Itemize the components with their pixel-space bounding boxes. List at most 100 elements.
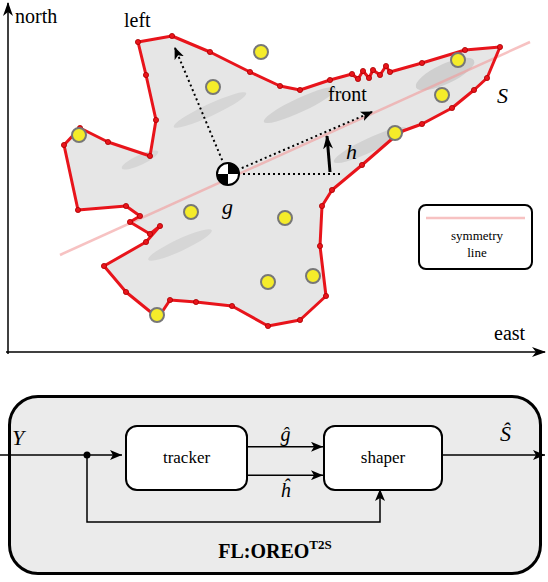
heading-arrow: [327, 136, 330, 172]
shape-outline: [101, 263, 106, 268]
measurement-points: [435, 88, 449, 102]
legend-box: symmetry line: [418, 204, 533, 270]
input-wire: [87, 455, 380, 522]
measurement-points: [388, 126, 402, 140]
node-text: FL:OREOT2S: [11, 537, 539, 563]
shape-outline: [157, 223, 162, 228]
shape-outline: [143, 72, 148, 77]
shape-outline: [329, 187, 334, 192]
shape-outline: [497, 44, 502, 49]
node-title: shaper: [361, 448, 405, 467]
body-axes: [228, 173, 342, 175]
axes: [6, 351, 545, 353]
input-wire: [0, 454, 122, 456]
branch-dot: [84, 452, 91, 459]
shape-outline: [349, 71, 354, 76]
shape-outline: [359, 162, 364, 167]
signal-label: Y: [12, 426, 24, 450]
legend-line: [426, 217, 525, 220]
axis-label: front: [328, 83, 367, 105]
system-box: FL:OREOT2S tracker shaper: [8, 395, 542, 575]
shape-outline: [317, 243, 322, 248]
shape-outline: [147, 231, 152, 236]
shape-outline: [143, 239, 148, 244]
shape-outline: [277, 83, 282, 88]
process-box: shaper: [323, 425, 443, 491]
shape-outline: [64, 36, 500, 326]
measurement-points: [184, 205, 198, 219]
axis-label: north: [15, 5, 57, 27]
shape-outline: [377, 72, 382, 77]
shape-outline: [123, 203, 128, 208]
input-wire: [0, 455, 380, 522]
shape-outline: [319, 203, 324, 208]
axis-label: east: [494, 322, 525, 344]
shape-outline: [462, 47, 467, 52]
shape-outline: [167, 297, 172, 302]
aircraft-silhouette: [120, 147, 160, 173]
measurement-points: [451, 53, 465, 67]
body-axes: [175, 48, 372, 174]
measurement-points: [72, 128, 86, 142]
shape-outline: [327, 77, 332, 82]
signal-label: ĝ: [281, 424, 291, 444]
connectors: [248, 447, 323, 475]
signal-label: ĥ: [281, 480, 291, 500]
shape-outline: [61, 33, 502, 328]
superscript: T2S: [309, 537, 331, 552]
shape-outline: [169, 33, 174, 38]
measurement-points: [306, 269, 320, 283]
center-of-gravity-symbol: [217, 174, 228, 185]
aircraft-silhouette: [64, 36, 500, 326]
shape-outline: [247, 69, 252, 74]
shape-outline: [75, 207, 80, 212]
shape-outline: [387, 69, 392, 74]
measurement-points: [72, 45, 465, 322]
measurement-points: [206, 80, 220, 94]
shape-outline: [370, 67, 375, 72]
shape-outline: [127, 219, 132, 224]
shape-outline: [105, 139, 110, 144]
shape-outline: [137, 213, 142, 218]
shape-outline: [61, 142, 66, 147]
shape-outline: [153, 117, 158, 122]
process-box: tracker: [125, 425, 248, 491]
shape-outline: [323, 293, 328, 298]
center-of-gravity-symbol: [217, 163, 239, 185]
shape-outline: [265, 323, 270, 328]
aircraft-silhouette: [64, 36, 500, 326]
measurement-points: [278, 211, 292, 225]
shape-outline: [484, 75, 489, 80]
shape-outline: [229, 303, 234, 308]
center-of-gravity-symbol: [228, 163, 239, 174]
shape-outline: [123, 289, 128, 294]
shape-outline: [449, 105, 454, 110]
node-text: shaper: [361, 448, 405, 468]
symbol-label: S: [497, 84, 508, 108]
output-wire: [440, 454, 545, 456]
measurement-points: [150, 308, 164, 322]
aircraft-silhouette: [261, 82, 339, 128]
shape-outline: [297, 317, 302, 322]
signal-label: Ŝ: [500, 422, 511, 446]
shape-outline: [419, 121, 424, 126]
node-title: FL:OREO: [218, 540, 309, 562]
shape-outline: [366, 75, 371, 80]
measurement-points: [261, 275, 275, 289]
aircraft-silhouette: [331, 122, 409, 168]
axes: [6, 3, 545, 354]
legend-text: symmetry line: [446, 228, 508, 262]
shape-outline: [207, 49, 212, 54]
body-axes: [175, 48, 228, 174]
node-text: tracker: [163, 448, 210, 468]
node-title: tracker: [163, 448, 210, 467]
axis-label: left: [124, 9, 151, 31]
shape-outline: [471, 87, 476, 92]
shape-outline: [147, 153, 152, 158]
symbol-label: g: [222, 195, 233, 219]
shape-outline: [383, 63, 388, 68]
signal-arrow: [248, 446, 323, 448]
center-of-gravity-symbol: [217, 163, 239, 185]
